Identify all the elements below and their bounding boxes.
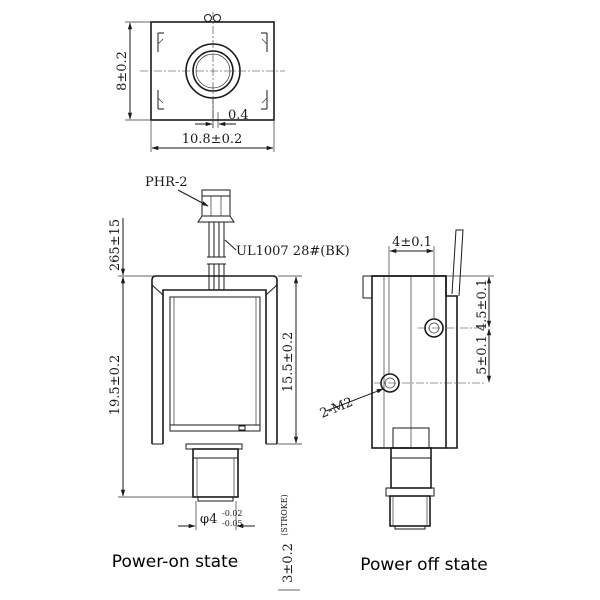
stroke-label: (STROKE) (280, 494, 289, 535)
connector-housing (201, 189, 231, 217)
front-body-frame (151, 275, 278, 444)
stroke-dim-label: 3±0.2 (281, 543, 296, 583)
shaft-dia-tol-lower: -0.05 (222, 519, 243, 528)
wire-length-dim-label: 265±15 (108, 219, 123, 271)
power-on-caption: Power-on state (112, 552, 238, 572)
wire-label: UL1007 28#(BK) (236, 244, 350, 259)
shaft-dia-main-label: φ4 (200, 512, 217, 527)
top-width-dim-label: 10.8±0.2 (182, 132, 243, 147)
screw-callout-label: 2-M2 (318, 395, 355, 422)
side-right-dim-2-label: 5±0.1 (475, 335, 490, 375)
side-top-dim-label: 4±0.1 (392, 235, 432, 250)
side-right-dim-1-label: 4.5±0.1 (475, 279, 490, 331)
coil-height-dim-label: 15.5±0.2 (281, 332, 296, 393)
shaft-dia-tol-upper: -0.02 (222, 509, 243, 518)
coil (169, 296, 261, 426)
top-view: 8±0.2 0.4 10.8±0.2 (115, 12, 285, 152)
top-offset-dim-label: 0.4 (228, 108, 249, 123)
side-view: 4±0.1 4.5±0.1 5±0.1 2-M2 Power off state (318, 229, 494, 575)
plunger (192, 448, 239, 498)
front-view: PHR-2 UL1007 28#(BK) 265±15 (108, 175, 350, 591)
side-body (371, 275, 447, 449)
power-off-caption: Power off state (360, 555, 487, 575)
top-height-dim-label: 8±0.2 (115, 51, 130, 91)
body-height-dim-label: 19.5±0.2 (108, 355, 123, 416)
connector-label: PHR-2 (145, 175, 188, 190)
side-plunger (390, 447, 432, 489)
